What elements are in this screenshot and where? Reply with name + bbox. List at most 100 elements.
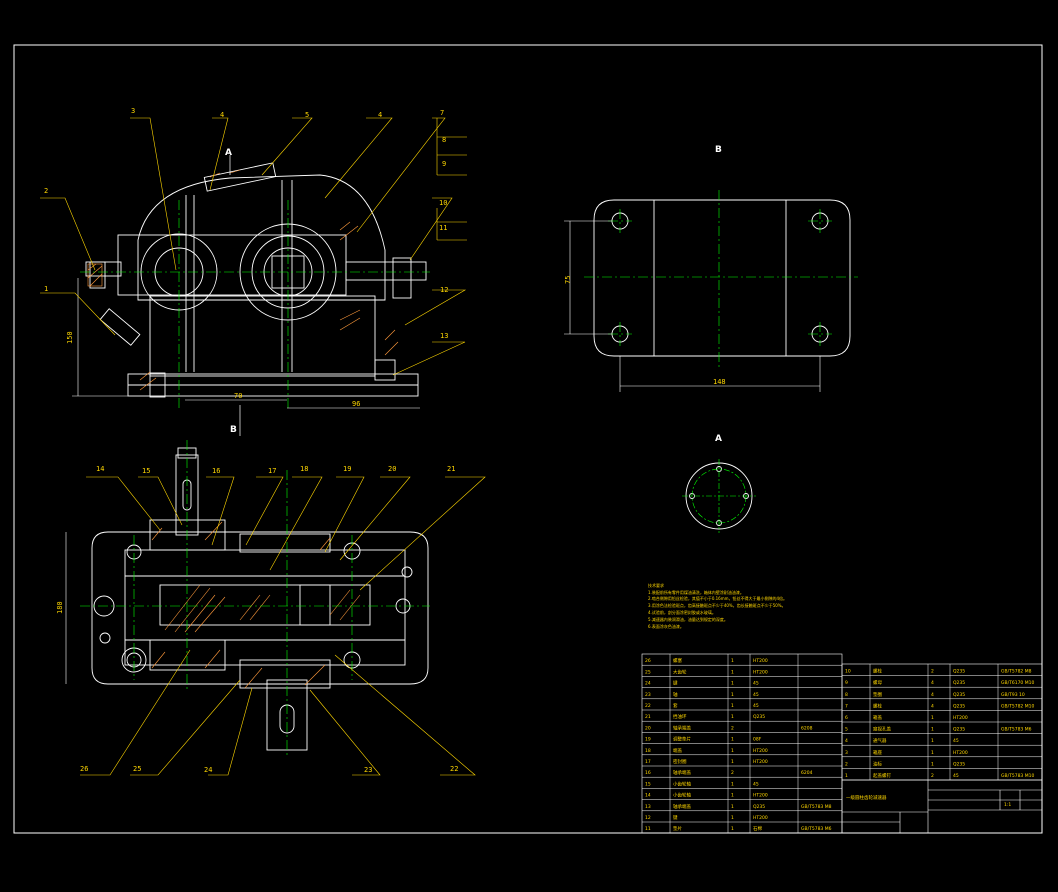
bom-cell-name: 箱盖	[873, 714, 882, 721]
dim-b-width: 148	[713, 378, 726, 386]
bom-cell-no: 13	[645, 804, 651, 810]
bom-cell-name: 螺塞	[673, 657, 682, 664]
bom-cell-mat: 石棉	[753, 825, 762, 832]
bom-cell-name: 调整垫片	[673, 736, 691, 743]
top-leaders	[80, 476, 486, 776]
top-centerlines	[80, 440, 430, 755]
view-label-b: B	[715, 145, 722, 155]
bom-cell-mat: HT200	[753, 759, 768, 765]
bom-cell-qty: 4	[931, 703, 934, 709]
bom-cell-note: 6208	[801, 725, 813, 731]
view-a-centerlines	[682, 459, 756, 533]
balloon-23: 23	[364, 766, 372, 774]
bom-cell-mat: HT200	[753, 658, 768, 664]
bom-cell-qty: 1	[931, 761, 934, 767]
bom-cell-name: 螺栓	[873, 702, 882, 709]
tech-note-3: 3.用涂色法检验斑点，齿高接触斑点不少于40%，齿长接触斑点不少于50%。	[648, 602, 786, 608]
bom-cell-no: 16	[645, 770, 651, 776]
bom-cell-qty: 1	[731, 748, 734, 754]
bom-cell-qty: 4	[931, 692, 934, 698]
bom-cell-name: 起盖螺钉	[873, 772, 891, 779]
bom-cell-no: 20	[645, 725, 651, 731]
bom-cell-name: 套	[673, 702, 678, 709]
bom-cell-name: 箱座	[873, 749, 882, 756]
bom-cell-name: 挡油环	[673, 713, 687, 720]
balloon-9: 9	[442, 160, 446, 168]
bom-cell-no: 23	[645, 692, 651, 698]
dimension-lines	[65, 220, 821, 684]
bom-cell-name: 螺栓	[873, 668, 882, 675]
bom-cell-name: 油标	[873, 760, 882, 767]
bom-cell-no: 7	[845, 703, 848, 709]
bom-cell-mat: 45	[753, 703, 759, 709]
tech-notes-title: 技术要求	[648, 582, 664, 588]
balloon-1: 1	[44, 285, 48, 293]
balloon-10: 10	[439, 199, 447, 207]
balloon-20: 20	[388, 465, 396, 473]
bom-cell-no: 24	[645, 681, 651, 687]
bom-cell-no: 25	[645, 669, 651, 675]
balloon-25: 25	[133, 765, 141, 773]
balloon-22: 22	[450, 765, 458, 773]
balloon-4a: 4	[220, 111, 224, 119]
balloon-21: 21	[447, 465, 455, 473]
balloon-24: 24	[204, 766, 212, 774]
bom-cell-qty: 1	[931, 727, 934, 733]
bom-cell-no: 5	[845, 727, 848, 733]
bom-cell-qty: 2	[931, 773, 934, 779]
dimension-texts: 150 70 96 180 148 75	[56, 276, 726, 614]
bom-cell-name: 垫圈	[873, 691, 882, 698]
bom-cell-name: 轴承端盖	[673, 769, 691, 776]
bom-cell-no: 21	[645, 714, 651, 720]
view-b	[593, 199, 851, 357]
bom-cell-name: 端盖	[673, 747, 682, 754]
bom-cell-mat: HT200	[753, 815, 768, 821]
dim-b-height: 75	[564, 276, 572, 284]
top-view	[91, 447, 429, 751]
bom-cell-no: 15	[645, 781, 651, 787]
balloon-2: 2	[44, 187, 48, 195]
bom-cell-mat: HT200	[753, 669, 768, 675]
bom-cell-mat: HT200	[753, 793, 768, 799]
bom-cell-mat: Q235	[953, 669, 965, 675]
tech-note-6: 6.表面涂灰色油漆。	[648, 623, 684, 629]
bom-cell-mat: 45	[753, 781, 759, 787]
bom-cell-qty: 2	[731, 770, 734, 776]
bom-cell-qty: 1	[731, 692, 734, 698]
bom-cell-qty: 2	[731, 725, 734, 731]
drawing-frame	[13, 44, 1043, 834]
bom-cell-note: GB/T5783 M10	[1001, 773, 1034, 779]
title-block-name: 一级圆柱齿轮减速器	[846, 794, 887, 801]
balloon-13: 13	[440, 332, 448, 340]
bom-cell-name: 螺母	[873, 679, 882, 686]
bom-cell-no: 2	[845, 761, 848, 767]
bom-cell-mat: 45	[953, 773, 959, 779]
bom-cell-qty: 1	[731, 781, 734, 787]
bom-cell-name: 轴	[673, 691, 678, 698]
bom-cell-qty: 1	[731, 804, 734, 810]
tech-note-5: 5.减速器内装润滑油，油量达到规定的深度。	[648, 616, 728, 622]
bom-cell-qty: 1	[731, 669, 734, 675]
balloon-26: 26	[80, 765, 88, 773]
bom-cell-note: GB/T93 10	[1001, 692, 1025, 698]
balloon-19: 19	[343, 465, 351, 473]
view-arrow-label-b: B	[230, 425, 237, 435]
bom-cell-mat: Q235	[953, 692, 965, 698]
bom-cell-no: 3	[845, 750, 848, 756]
view-label-a: A	[715, 434, 722, 444]
bom-cell-qty: 1	[731, 826, 734, 832]
bom-cell-no: 12	[645, 815, 651, 821]
bom-cell-mat: HT200	[753, 748, 768, 754]
bom-cell-no: 9	[845, 680, 848, 686]
view-arrow-label-a: A	[225, 148, 232, 158]
balloon-16: 16	[212, 467, 220, 475]
bom-cell-note: GB/T5783 M6	[1001, 727, 1032, 733]
bom-cell-name: 轴承端盖	[673, 803, 691, 810]
tech-note-4: 4.试验前，剖分面涂密封胶或水玻璃。	[648, 609, 716, 615]
bom-cell-no: 10	[845, 669, 851, 675]
bom-cell-mat: 45	[753, 692, 759, 698]
tech-notes: 技术要求 1.装配前所有零件用煤油清洗，箱体内壁涂耐油油漆。 2.啮合侧隙用铅丝…	[648, 582, 787, 629]
balloon-18: 18	[300, 465, 308, 473]
